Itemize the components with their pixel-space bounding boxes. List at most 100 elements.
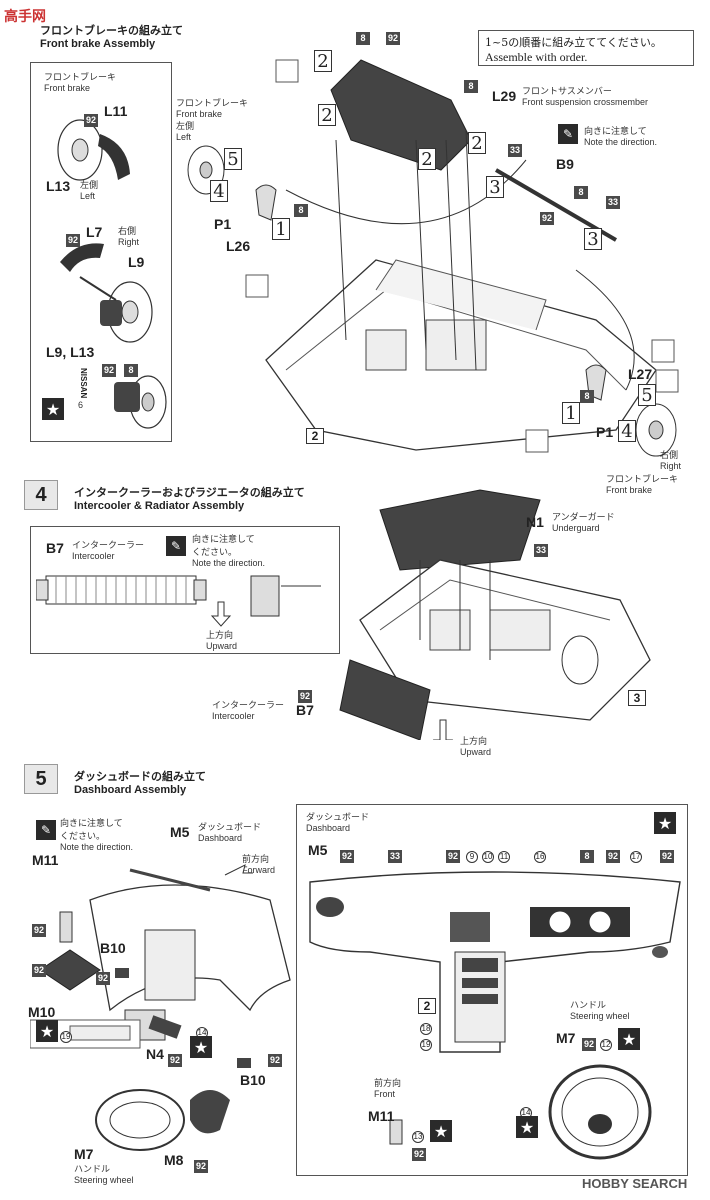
circle-16: 16 [534,850,546,863]
upward-caption-main: 上方向 Upward [460,734,491,757]
label-M5: M5 [308,842,328,858]
label-M11: M11 [368,1108,395,1124]
sw2-jp: ハンドル [570,1001,607,1011]
circle-9: 9 [466,850,478,863]
s5-c12: 12 [600,1032,612,1051]
badge-92: 92 [660,849,674,863]
label-L11: L11 [104,103,128,119]
direction-note-icon: ✎ [36,820,56,840]
left-jp: 左側 [80,181,99,191]
s5-b92-p3: 92 [606,844,620,863]
paint-star-icon: ★ [42,398,64,420]
fr-jp: 前方向 [374,1079,402,1089]
s5-b92-p2: 92 [446,844,460,863]
step3-title-jp: フロントブレーキの組み立て [40,24,183,37]
fr-en: Front [374,1089,396,1099]
ic-en: Intercooler [72,551,115,561]
badge-33: 33 [534,543,548,557]
order-2: 2 [318,104,336,126]
order-4: 4 [618,420,636,442]
paint-star-icon: ★ [516,1116,538,1138]
order-5: 5 [224,148,242,170]
label-M5: M5 [170,824,190,840]
order-note-jp: 1~5の順番に組み立ててください。 [485,36,662,49]
order-4: 4 [210,180,228,202]
fb-right-side-en: Right [660,461,682,471]
s4-b33: 33 [534,538,548,557]
intercooler-caption-main: インタークーラー Intercooler [212,698,284,721]
label-P1: P1 [214,216,232,232]
circle-13: 13 [412,1130,424,1143]
up2-jp: 上方向 [460,737,488,747]
step5-title: ダッシュボードの組み立て Dashboard Assembly [74,768,206,796]
label-P1: P1 [596,424,614,440]
s5-c19b: 19 [420,1032,432,1051]
L29-en: Front suspension crossmember [522,97,649,107]
badge-92: 92 [32,923,46,937]
L29-caption: フロントサスメンバー Front suspension crossmember [522,84,648,107]
badge-8: 8 [464,79,478,93]
s5-b33: 33 [388,844,402,863]
badge-33: 33 [606,195,620,209]
s3-b33-b: 33 [606,190,620,209]
step4-number: 4 [24,480,58,510]
label-B10: B10 [240,1072,266,1088]
badge-92: 92 [582,1037,596,1051]
order-1: 1 [562,402,580,424]
label-M8: M8 [164,1152,184,1168]
badge-92: 92 [386,31,400,45]
steering-detail-caption: ハンドル Steering wheel [570,998,630,1021]
site-logo: 高手网 [4,9,46,25]
s3-b8: 8 [464,74,478,93]
circle-18: 18 [420,1022,432,1035]
step4-title-en: Intercooler & Radiator Assembly [74,500,245,512]
step3-chassis-drawing [187,59,679,457]
circle-19: 19 [420,1038,432,1051]
inset-b8: 8 [124,358,138,377]
db2-en: Dashboard [306,823,351,833]
inset-b92-b: 92 [66,228,80,247]
badge-92: 92 [268,1053,282,1067]
hobby-search-watermark: HOBBY SEARCH [582,1176,688,1191]
dashboard-detail-caption: ダッシュボード Dashboard [306,810,369,833]
nissan-decal-text: NISSAN [79,368,88,399]
direction-note-icon: ✎ [558,124,578,144]
badge-8: 8 [580,389,594,403]
paint-star-icon: ★ [654,812,676,834]
s5-c11: 11 [498,844,510,863]
ic2-jp: インタークーラー [212,701,285,711]
s5-b92-m7: 92 [582,1032,596,1051]
left-en: Left [80,191,96,201]
order-1: 1 [272,218,290,240]
step3-title-en: Front brake Assembly [40,38,156,50]
step5-number: 5 [24,764,58,794]
fb-left-en: Front brake [176,109,223,119]
s3-b8-top: 8 [356,26,370,45]
s5-c13: 13 [412,1124,424,1143]
fb-left-jp: フロントブレーキ [176,99,249,109]
badge-92: 92 [168,1053,182,1067]
label-L7: L7 [86,224,103,240]
s3-b8-left: 8 [294,198,308,217]
label-L27: L27 [628,366,653,382]
step5-title-jp: ダッシュボードの組み立て [74,770,206,783]
box-step-2: 2 [306,428,324,444]
badge-92: 92 [66,233,80,247]
circle-17: 17 [630,850,642,863]
circle-19: 19 [60,1030,72,1043]
inset-title-en: Front brake [44,83,91,93]
db-en: Dashboard [198,833,243,843]
dn3-jp: 向きに注意して [584,127,647,137]
right-en: Right [118,237,140,247]
num-6: 6 [78,400,84,410]
sw-jp: ハンドル [74,1165,111,1175]
up2-en: Upward [460,747,492,757]
circle-10: 10 [482,850,494,863]
direction-note-5-text: 向きに注意して ください。 Note the direction. [60,816,133,852]
badge-8: 8 [124,363,138,377]
s5-b92-p4: 92 [660,844,674,863]
right-jp: 右側 [118,227,137,237]
front-brake-right-side: 右側 Right [660,448,681,471]
direction-note-4-text: 向きに注意して ください。 Note the direction. [192,532,265,568]
label-N1: N1 [526,514,544,530]
